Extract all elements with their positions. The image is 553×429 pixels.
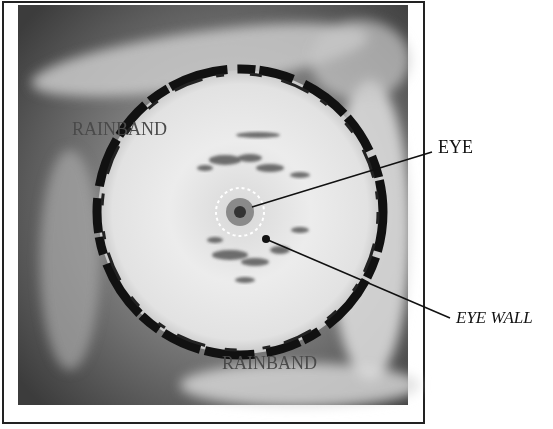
image-frame <box>3 2 424 423</box>
eye-center <box>234 206 246 218</box>
eye-wall-label: EYE WALL <box>456 309 533 328</box>
rain-speckle <box>291 227 309 233</box>
rain-speckle <box>270 246 290 254</box>
outer-cloud-arms <box>28 9 420 407</box>
eye <box>226 198 254 226</box>
eye-label: EYE <box>438 138 473 158</box>
rain-speckle <box>197 165 213 171</box>
leader-line <box>252 152 432 207</box>
cloud-edge <box>97 69 383 355</box>
cloud-edge-ring <box>97 69 383 355</box>
rain-speckle <box>256 164 284 172</box>
rain-speckle <box>290 172 310 178</box>
hurricane-disk <box>98 70 382 354</box>
rain-speckle <box>241 258 269 266</box>
rain-speckles <box>197 132 310 283</box>
eye-wall-ring <box>216 188 264 236</box>
rain-speckle <box>212 250 248 260</box>
rainband-label: RAINBAND <box>222 354 317 374</box>
cloud-arm <box>40 150 100 370</box>
rainband-label: RAINBAND <box>72 120 167 140</box>
leader-line <box>268 240 450 318</box>
cloud-arm <box>310 20 410 100</box>
leader-dot <box>262 235 270 243</box>
rain-speckle <box>235 277 255 283</box>
rain-speckle <box>209 155 241 165</box>
rain-speckle <box>207 237 223 243</box>
rain-speckle <box>238 154 262 162</box>
rain-speckle <box>236 132 280 138</box>
cloud-edge <box>102 74 378 350</box>
